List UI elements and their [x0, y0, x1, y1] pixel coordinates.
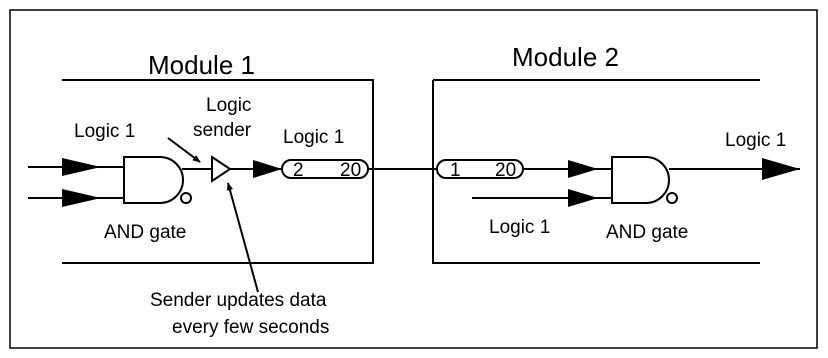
m1-and-gate — [123, 156, 184, 204]
annotation-line-2: every few seconds — [172, 317, 329, 338]
m1-connector-left: 2 — [293, 160, 304, 181]
m1-output-label: Logic 1 — [283, 127, 344, 148]
m2-output-label: Logic 1 — [725, 130, 786, 151]
m2-input-arrow-2 — [568, 189, 598, 207]
m1-sender-arrow — [253, 160, 282, 178]
m2-output-arrow — [762, 158, 800, 180]
logic-sender-triangle — [211, 155, 232, 183]
sender-label-line-2: sender — [193, 120, 252, 141]
module-2-box — [432, 79, 760, 264]
m1-gate-label: AND gate — [104, 222, 186, 243]
m1-connector-right: 20 — [340, 160, 361, 181]
logic1-pointer-arrow — [167, 137, 201, 163]
m1-input-arrow-2 — [62, 189, 101, 207]
m2-connector-left: 1 — [450, 160, 461, 181]
module-2-title: Module 2 — [512, 42, 619, 72]
module-1-box — [62, 79, 374, 264]
m2-input-arrow-1 — [568, 160, 598, 178]
m2-gate-bubble — [666, 192, 678, 204]
m2-gate-label: AND gate — [606, 222, 688, 243]
m2-and-gate — [611, 156, 670, 204]
annotation-arrow — [226, 182, 259, 293]
annotation-line-1: Sender updates data — [150, 290, 327, 311]
sender-label-line-1: Logic — [206, 95, 251, 116]
m1-input-label: Logic 1 — [74, 121, 135, 142]
m1-input-arrow-1 — [62, 158, 101, 176]
m2-connector-right: 20 — [495, 160, 516, 181]
m2-input-label: Logic 1 — [489, 217, 550, 238]
module-1-title: Module 1 — [148, 50, 255, 80]
m1-gate-bubble — [180, 192, 192, 204]
outer-frame — [9, 9, 818, 349]
